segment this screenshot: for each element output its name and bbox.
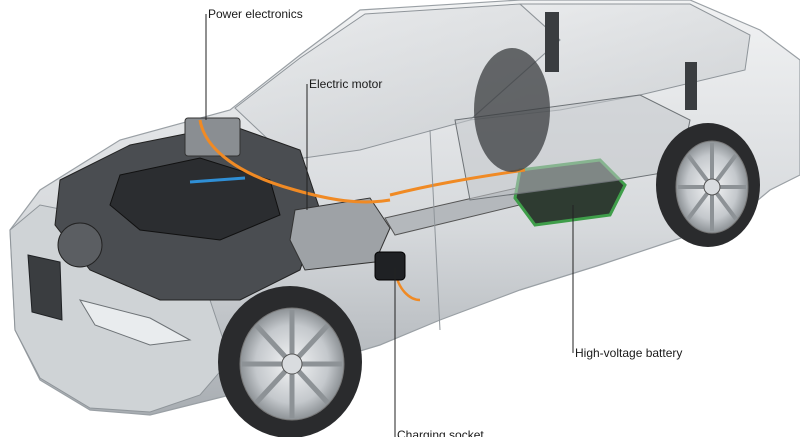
engine-cover-accent: [189, 176, 246, 184]
hv-cable-rear: [389, 168, 526, 197]
power-electronics-label: Power electronics: [208, 7, 303, 21]
high-voltage-battery-label: High-voltage battery: [575, 346, 683, 360]
electric-motor-label: Electric motor: [309, 77, 383, 91]
power-electronics-unit: [184, 117, 241, 157]
charging-socket-label: Charging socket: [397, 428, 484, 437]
charging-socket-unit: [374, 251, 406, 281]
hv-cable-front: [198, 119, 391, 204]
rear-shock-absorber: [685, 62, 697, 110]
rear-wheel: [656, 123, 760, 247]
front-shock-absorber: [545, 12, 559, 72]
front-wheel: [218, 286, 362, 437]
headlight: [78, 299, 192, 346]
rear-left-wheel: [474, 48, 550, 172]
door-line: [429, 129, 441, 331]
radiator-fan: [57, 222, 103, 268]
kidney-grille: [27, 254, 63, 321]
